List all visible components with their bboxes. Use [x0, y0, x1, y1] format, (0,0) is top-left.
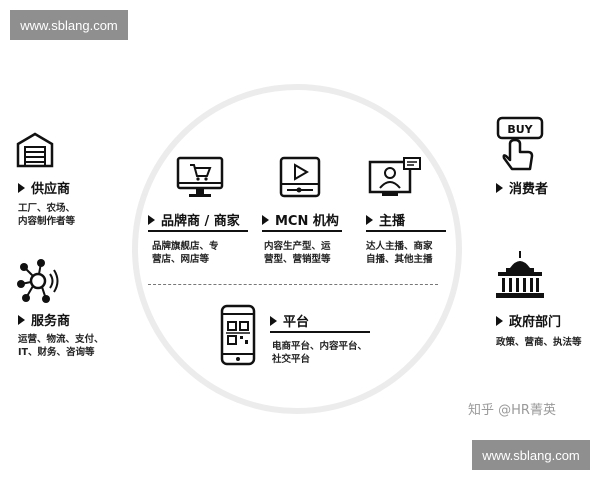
anchor-desc: 达人主播、商家 自播、其他主播 [366, 240, 433, 266]
triangle-bullet-icon [18, 314, 25, 325]
mcn-desc: 内容生产型、运 营型、营销型等 [264, 240, 331, 266]
triangle-bullet-icon [496, 315, 503, 326]
buy-icon-text: BUY [507, 123, 533, 136]
watermark-bottom: www.sblang.com [472, 440, 590, 470]
triangle-bullet-icon [366, 214, 373, 225]
network-icon [16, 258, 62, 304]
service-label: 服务商 [18, 310, 70, 329]
phone-qr-icon [220, 304, 256, 366]
government-building-icon [494, 250, 546, 300]
government-desc: 政策、营商、执法等 [496, 336, 582, 349]
government-desc-line: 政策、营商、执法等 [496, 337, 582, 348]
supplier-desc-line: 工厂、农场、 [18, 203, 76, 214]
anchor-label-text: 主播 [379, 214, 406, 229]
watermark-top: www.sblang.com [10, 10, 128, 40]
triangle-bullet-icon [270, 315, 277, 326]
triangle-bullet-icon [18, 182, 25, 193]
service-label-text: 服务商 [31, 314, 71, 329]
supplier-desc-line: 内容制作者等 [18, 216, 76, 227]
platform-label: 平台 [270, 311, 309, 330]
platform-underline [270, 331, 370, 333]
anchor-label: 主播 [366, 210, 405, 229]
government-label: 政府部门 [496, 311, 561, 330]
triangle-bullet-icon [496, 182, 503, 193]
platform-label-text: 平台 [283, 315, 310, 330]
service-desc: 运营、物流、支付、 IT、财务、咨询等 [18, 333, 104, 359]
supplier-label-text: 供应商 [31, 182, 71, 197]
brand-desc-line: 品牌旗舰店、专 [152, 241, 219, 252]
mcn-label: MCN 机构 [262, 210, 339, 229]
warehouse-icon [16, 132, 54, 168]
dashed-divider [148, 284, 438, 285]
platform-desc-line: 电商平台、内容平台、 [272, 341, 368, 352]
anchor-underline [366, 230, 446, 232]
monitor-cart-icon [176, 156, 224, 200]
brand-label: 品牌商 / 商家 [148, 210, 240, 229]
platform-desc-line: 社交平台 [272, 354, 311, 365]
video-player-icon [278, 156, 322, 200]
government-label-text: 政府部门 [509, 315, 562, 330]
triangle-bullet-icon [262, 214, 269, 225]
service-desc-line: 运营、物流、支付、 [18, 334, 104, 345]
mcn-desc-line: 内容生产型、运 [264, 241, 331, 252]
mcn-label-text: MCN 机构 [275, 214, 339, 229]
ecosystem-circle [132, 84, 462, 414]
brand-desc-line: 营店、网店等 [152, 254, 210, 265]
consumer-label: 消费者 [496, 178, 548, 197]
mcn-desc-line: 营型、营销型等 [264, 254, 331, 265]
consumer-label-text: 消费者 [509, 182, 549, 197]
brand-desc: 品牌旗舰店、专 营店、网店等 [152, 240, 219, 266]
author-credit: 知乎 @HR菁英 [468, 403, 556, 418]
mcn-underline [262, 230, 342, 232]
service-desc-line: IT、财务、咨询等 [18, 347, 95, 358]
platform-desc: 电商平台、内容平台、 社交平台 [272, 340, 367, 366]
anchor-desc-line: 达人主播、商家 [366, 241, 433, 252]
supplier-label: 供应商 [18, 178, 70, 197]
brand-label-text: 品牌商 / 商家 [161, 214, 240, 229]
anchor-desc-line: 自播、其他主播 [366, 254, 433, 265]
brand-underline [148, 230, 248, 232]
presenter-icon [368, 156, 422, 198]
buy-hand-icon: BUY [496, 116, 546, 172]
supplier-desc: 工厂、农场、 内容制作者等 [18, 202, 75, 228]
triangle-bullet-icon [148, 214, 155, 225]
